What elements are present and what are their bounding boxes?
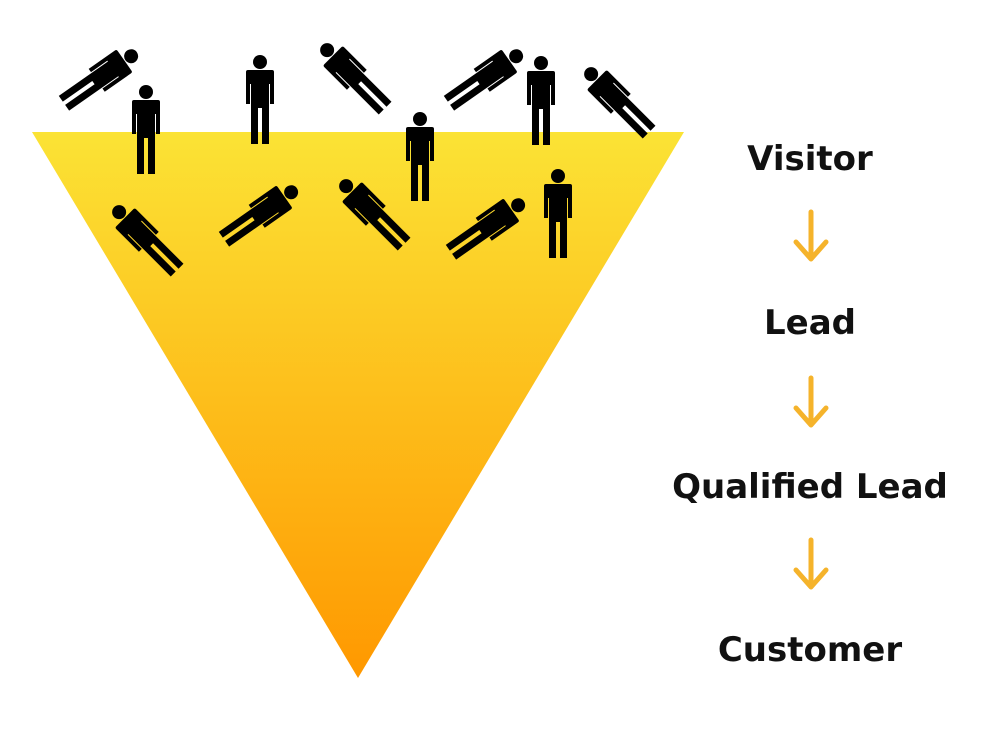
person-icon <box>312 35 396 119</box>
arrow-down-icon <box>793 375 829 428</box>
person-icon <box>246 55 274 144</box>
person-icon <box>55 40 145 115</box>
person-icon <box>576 59 660 143</box>
person-icon <box>527 56 555 145</box>
flow-arrows <box>793 209 829 590</box>
stage-lead-label: Lead <box>763 303 856 343</box>
person-icon <box>440 40 530 115</box>
stage-qualified-lead-label: Qualified Lead <box>672 467 948 507</box>
arrow-down-icon <box>793 209 829 262</box>
stage-visitor-label: Visitor <box>747 139 873 179</box>
stage-customer-label: Customer <box>717 630 903 670</box>
arrow-down-icon <box>793 537 829 590</box>
funnel-shape <box>32 132 684 678</box>
